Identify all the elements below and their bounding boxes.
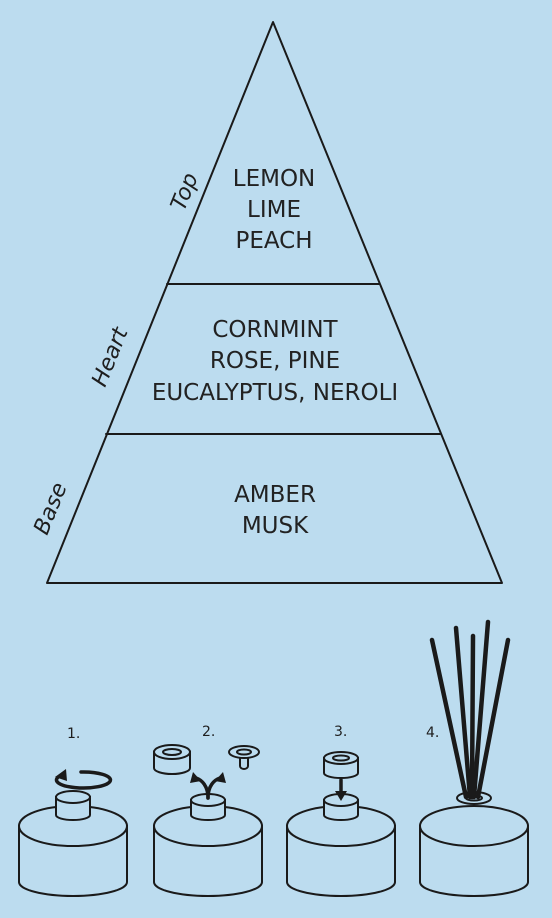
base-note-2: MUSK <box>242 513 309 539</box>
top-note-3: PEACH <box>235 228 312 254</box>
stopper-icon <box>239 756 249 770</box>
tier-label-heart: Heart <box>87 323 134 390</box>
step-1-number: 1. <box>67 726 80 742</box>
tier-label-base: Base <box>29 479 72 538</box>
step-2-number: 2. <box>202 724 215 740</box>
reed-sticks-icon <box>429 619 511 800</box>
top-notes: LEMON LIME PEACH <box>233 166 316 254</box>
pyramid-outline <box>46 21 503 584</box>
step-3-number: 3. <box>334 724 347 740</box>
base-notes: AMBER MUSK <box>234 482 316 539</box>
step-1-illustration <box>18 769 128 897</box>
step-3-illustration <box>286 751 396 897</box>
step-2-illustration <box>153 744 263 897</box>
step-4-illustration <box>419 619 529 897</box>
heart-note-3: EUCALYPTUS, NEROLI <box>152 380 398 406</box>
heart-note-1: CORNMINT <box>212 317 338 343</box>
top-note-2: LIME <box>247 197 301 223</box>
top-note-1: LEMON <box>233 166 316 192</box>
fragrance-pyramid <box>46 21 503 584</box>
step-4-number: 4. <box>426 725 439 741</box>
rotate-arrow-icon <box>54 770 113 790</box>
heart-notes: CORNMINT ROSE, PINE EUCALYPTUS, NEROLI <box>152 317 398 406</box>
base-note-1: AMBER <box>234 482 316 508</box>
heart-note-2: ROSE, PINE <box>210 348 340 374</box>
